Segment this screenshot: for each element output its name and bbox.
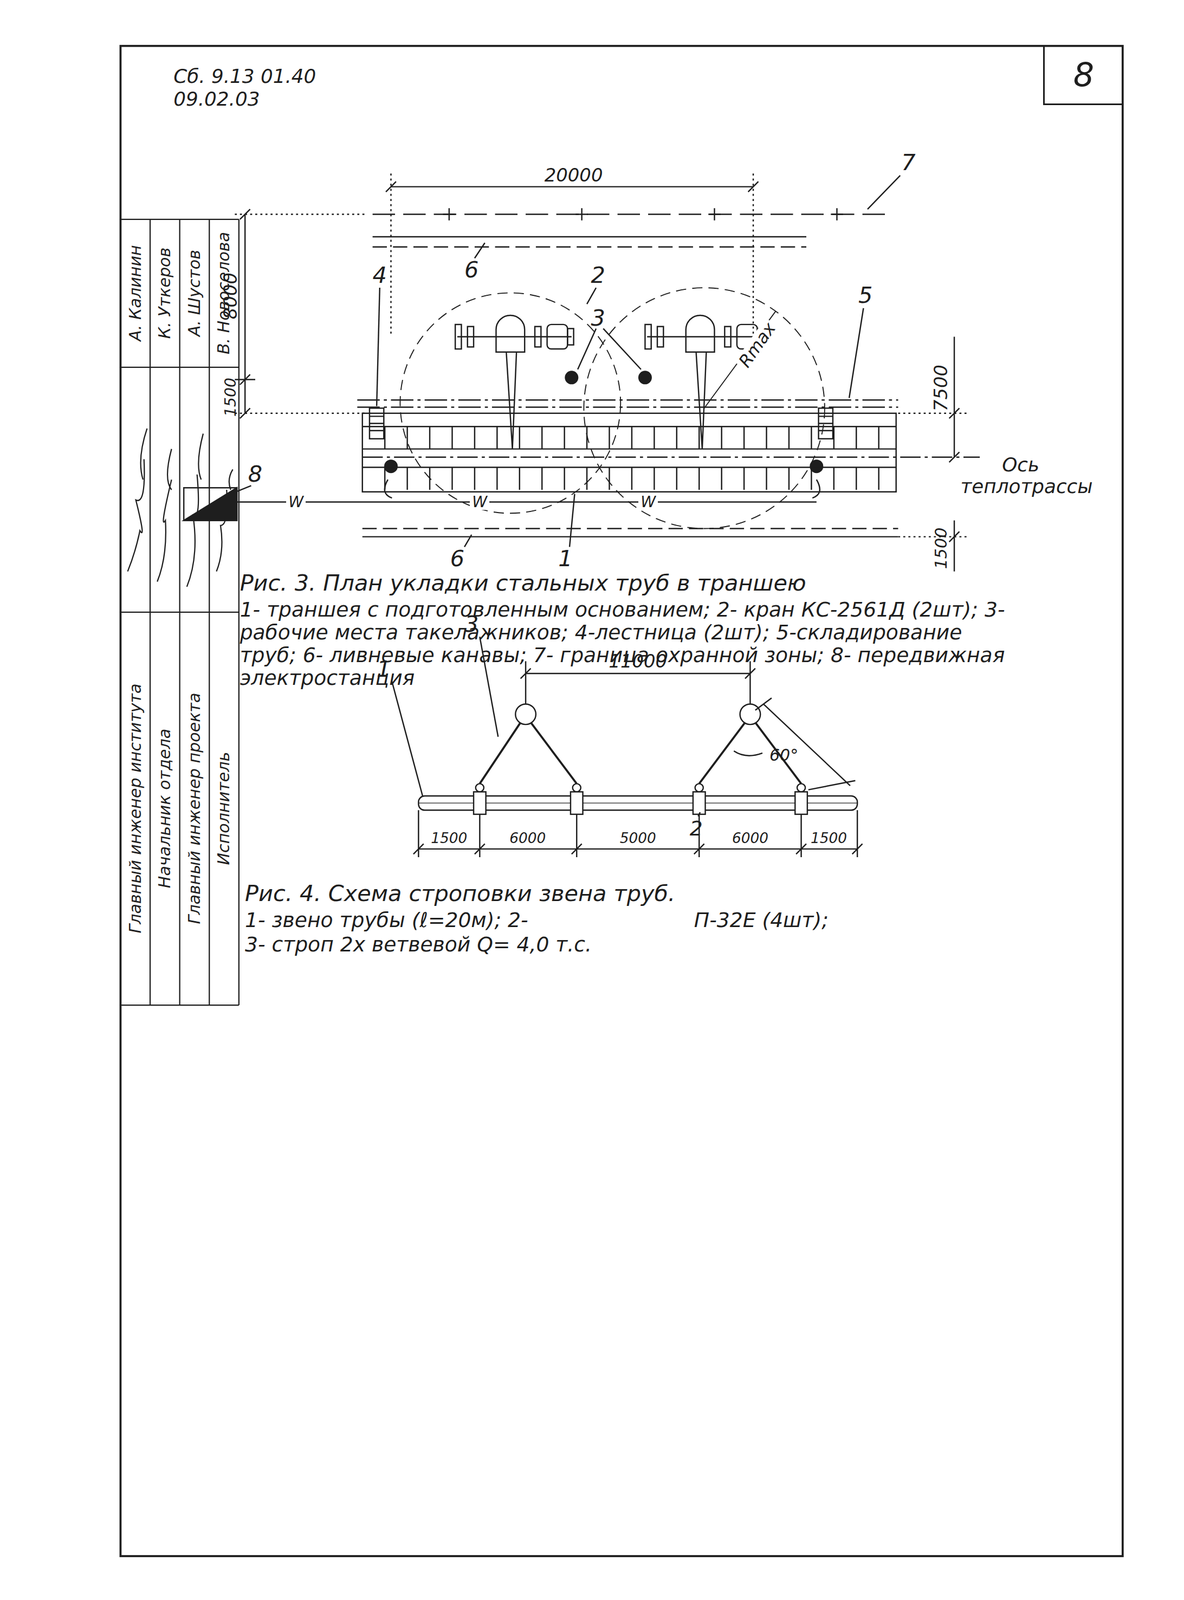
stamp-title: Главный инженер проекта	[185, 692, 204, 924]
radius-label: Rmax	[734, 317, 781, 373]
callout-number: 2	[591, 263, 606, 288]
cable-mark: W	[638, 494, 658, 511]
callout-number: 2	[689, 818, 703, 840]
legend-line: 1- звено трубы (ℓ=20м); 2-	[244, 909, 529, 932]
stamp-title: Исполнитель	[215, 751, 234, 865]
cable-mark: W	[286, 494, 306, 511]
page-number-box: 8	[1043, 46, 1123, 106]
legend-line: 3- строп 2х ветвевой Q= 4,0 т.с.	[244, 934, 592, 956]
callout-number: 5	[858, 284, 873, 309]
callout-number: 1	[558, 547, 573, 572]
stamp-name: К. Уткеров	[156, 247, 174, 339]
legend-list: 1- траншея с подготовленным основанием; …	[240, 598, 1017, 690]
page-number: 8	[1073, 55, 1095, 94]
dimension: 5000	[619, 831, 657, 847]
legend-line: П-32Е (4шт);	[694, 909, 829, 932]
dimension: 20000	[544, 165, 604, 186]
figure-caption: Рис. 4. Схема строповки звена труб.	[244, 882, 676, 907]
callout-number: 6	[450, 547, 465, 572]
dimension: 1500	[932, 527, 950, 569]
dimension: 6000	[732, 831, 769, 847]
callout-number: 8	[248, 462, 263, 487]
stamp-name: А. Калинин	[126, 244, 145, 341]
dimension: 1500	[810, 831, 847, 847]
stamp-name: А. Шустов	[185, 249, 204, 337]
stamp-title: Начальник отдела	[156, 728, 174, 889]
dimension: 7500	[931, 364, 951, 412]
axis-label: Ось теплотрассы	[960, 454, 1081, 498]
figure-caption: Рис. 3. План укладки стальных труб в тра…	[240, 572, 807, 597]
callout-number: 1	[376, 657, 391, 682]
dimension: 11000	[608, 651, 668, 672]
callout-number: 3	[464, 612, 479, 637]
callout-number: 3	[591, 306, 606, 331]
callout-number: 4	[372, 263, 387, 288]
dimension: 1500	[222, 377, 239, 417]
callout-number: 6	[464, 258, 479, 283]
cable-mark: W	[469, 494, 490, 511]
angle-label: 60°	[769, 746, 799, 765]
dimension: 1500	[430, 831, 468, 847]
sheet-code: 09.02.03	[173, 88, 260, 110]
callout-number: 7	[901, 151, 916, 176]
stamp-title: Главный инженер института	[126, 683, 145, 934]
dimension: 6000	[509, 831, 546, 847]
sheet-code: Сб. 9.13 01.40	[173, 66, 316, 87]
stamp-name: В. Новоселова	[215, 231, 234, 355]
